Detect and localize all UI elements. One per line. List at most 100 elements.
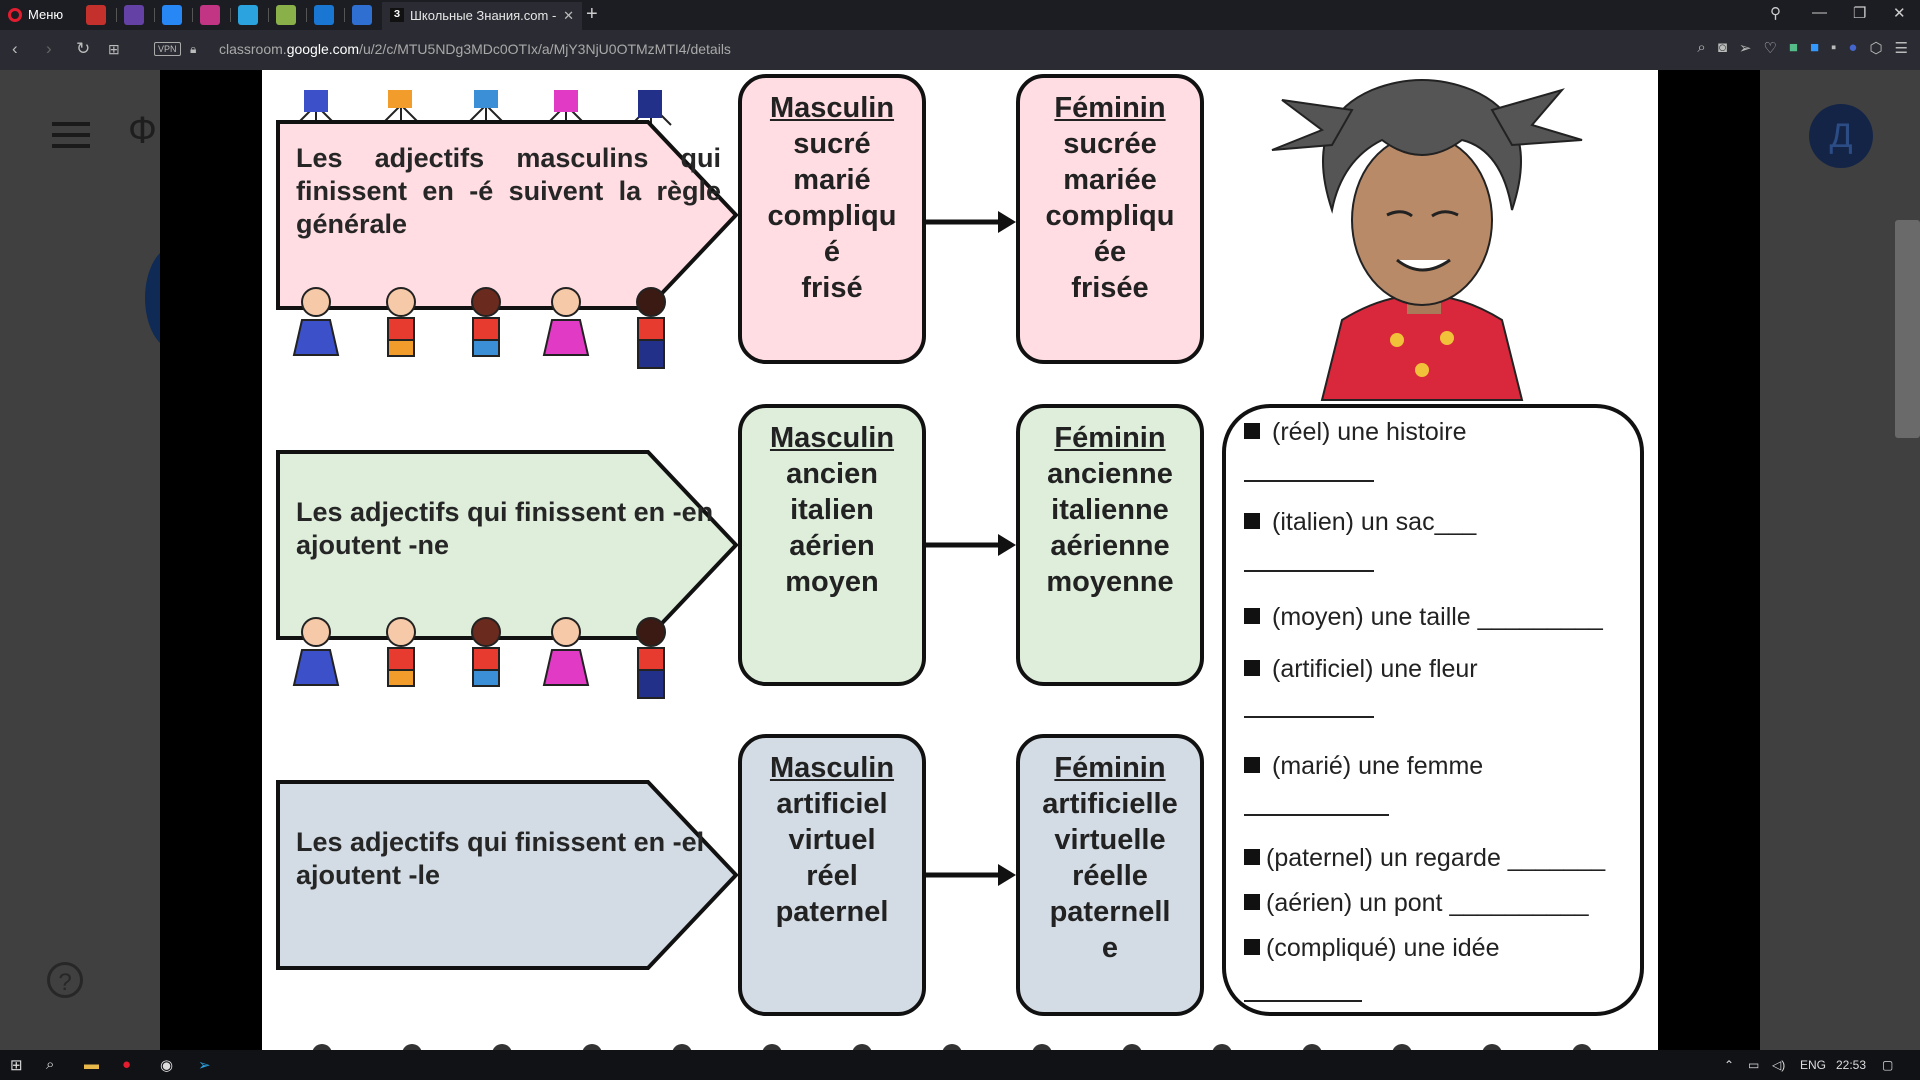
word: moyen (785, 566, 879, 598)
url-prefix: classroom. (219, 41, 287, 57)
word: artificielle (1042, 788, 1178, 820)
url-path: /u/2/c/MTU5NDg3MDc0OTIx/a/MjY3NjU0OTMzMT… (359, 41, 731, 57)
help-button[interactable]: ? (47, 962, 83, 998)
word: moyenne (1046, 566, 1174, 598)
scrollbar[interactable] (1895, 220, 1920, 438)
word: virtuelle (1054, 824, 1166, 856)
address-bar-actions: ⌕ ◙ ➢ ♡ ■ ■ ▪ ● ⬡ ☰ (1697, 39, 1908, 57)
word: paternell (1049, 896, 1171, 928)
word: compliqu (767, 200, 897, 232)
url-field[interactable]: classroom.google.com/u/2/c/MTU5NDg3MDc0O… (219, 41, 731, 57)
youtube-tab-icon[interactable] (86, 5, 106, 25)
answer-blank (1244, 716, 1374, 718)
vk-tab-icon[interactable] (162, 5, 182, 25)
twitch-tab-icon[interactable] (124, 5, 144, 25)
exercise-text: (marié) une femme (1272, 752, 1484, 780)
kids-strip-bottom (312, 1044, 1592, 1050)
tab-separator (344, 8, 345, 22)
vk-extension-icon[interactable]: ▪ (1831, 39, 1837, 56)
translate-icon[interactable]: ■ (1809, 39, 1820, 56)
exercise-text: (compliqué) une idée (1266, 934, 1500, 962)
clock[interactable]: 22:53 (1836, 1058, 1867, 1072)
windows-start-icon[interactable]: ⊞ (10, 1057, 23, 1074)
bullet-icon (1244, 513, 1260, 529)
tray-chevron-icon[interactable]: ⌃ (1724, 1058, 1735, 1072)
document-tab-icon[interactable] (276, 5, 296, 25)
bullet-icon (1244, 423, 1260, 439)
box-icon[interactable]: ⬡ (1869, 40, 1883, 57)
exercise-text: (paternel) un regarde _______ (1266, 844, 1606, 872)
word: aérien (789, 530, 875, 562)
exercise-text: (moyen) une taille _________ (1272, 603, 1603, 631)
close-tab-icon[interactable]: ✕ (563, 8, 574, 23)
tab-separator (268, 8, 269, 22)
tab-separator (192, 8, 193, 22)
steam-icon[interactable]: ◉ (160, 1057, 174, 1074)
vpn-badge[interactable]: VPN (154, 42, 181, 56)
easy-setup-icon[interactable]: ☰ (1894, 40, 1908, 57)
search-icon[interactable]: ⌕ (46, 1056, 55, 1073)
notifications-icon[interactable]: ▢ (1882, 1058, 1894, 1072)
search-icon[interactable]: ⌕ (1697, 39, 1706, 56)
forward-icon[interactable]: › (46, 39, 52, 58)
vpn-extension-icon[interactable]: ● (1848, 39, 1858, 56)
file-explorer-icon[interactable]: ▬ (84, 1056, 99, 1073)
minimize-icon[interactable]: — (1812, 4, 1827, 21)
reload-icon[interactable]: ↻ (76, 39, 91, 58)
telegram-tab-icon[interactable] (238, 5, 258, 25)
word: mariée (1063, 164, 1157, 196)
opera-taskbar-icon[interactable]: ● (122, 1056, 132, 1073)
telegram-taskbar-icon[interactable]: ➢ (198, 1057, 211, 1074)
answer-blank (1244, 814, 1389, 816)
rule-arrow-3: Les adjectifs qui finissent en -el ajout… (276, 780, 740, 970)
volume-icon[interactable]: ◁) (1772, 1058, 1786, 1072)
close-window-icon[interactable]: ✕ (1893, 5, 1906, 22)
back-icon[interactable]: ‹ (12, 39, 18, 58)
active-tab[interactable]: З Школьные Знания.com - З ✕ (382, 2, 582, 30)
restore-icon[interactable]: ❐ (1853, 5, 1867, 22)
browser-tab-bar: Меню З Школьные Знания.com - З ✕ + ⚲ — ❐… (0, 0, 1920, 30)
mail-tab-icon[interactable] (314, 5, 334, 25)
word: artificiel (776, 788, 888, 820)
new-tab-icon[interactable]: + (586, 3, 598, 25)
classroom-tab-icon[interactable] (352, 5, 372, 25)
search-tabs-icon[interactable]: ⚲ (1770, 5, 1781, 22)
masculin-header: Masculin (769, 422, 895, 454)
word: ancien (786, 458, 878, 490)
exercise-item-7: (aérien) un pont __________ (1244, 889, 1589, 918)
avatar[interactable]: Д (1809, 104, 1873, 168)
lock-icon[interactable]: 🔒︎ (190, 42, 197, 56)
url-host: google.com (286, 41, 360, 57)
bullet-icon (1244, 608, 1260, 624)
opera-menu-button[interactable]: Меню (8, 7, 63, 22)
rule-arrow-2: Les adjectifs qui finissent en -en ajout… (276, 450, 740, 640)
answer-blank (1244, 570, 1374, 572)
word: italien (790, 494, 874, 526)
heart-icon[interactable]: ♡ (1763, 40, 1777, 57)
worksheet-image: Les adjectifs masculins qui finissent en… (262, 70, 1658, 1050)
answer-blank (1244, 480, 1374, 482)
extension-icon[interactable]: ■ (1788, 39, 1798, 56)
exercise-item-1: (réel) une histoire (1244, 418, 1467, 447)
exercise-item-4: (artificiel) une fleur (1244, 655, 1478, 684)
camera-icon[interactable]: ◙ (1717, 39, 1727, 56)
arrow-3 (926, 864, 1016, 886)
word: ancienne (1047, 458, 1173, 490)
exercise-text: (aérien) un pont __________ (1266, 889, 1589, 917)
send-icon[interactable]: ➢ (1738, 40, 1752, 57)
word: réel (806, 860, 858, 892)
masculin-box-1: Masculin sucré marié compliqu é frisé (738, 74, 926, 364)
network-icon[interactable]: ▭ (1748, 1058, 1760, 1072)
tabs-grid-icon[interactable]: ⊞ (108, 41, 120, 57)
exercise-item-6: (paternel) un regarde _______ (1244, 844, 1605, 873)
tab-separator (154, 8, 155, 22)
language-indicator[interactable]: ENG (1800, 1058, 1827, 1072)
instagram-tab-icon[interactable] (200, 5, 220, 25)
word: sucré (793, 128, 871, 160)
exercise-text: (réel) une histoire (1272, 418, 1467, 446)
word: marié (793, 164, 871, 196)
word: italienne (1051, 494, 1169, 526)
exercise-text: (artificiel) une fleur (1272, 655, 1478, 683)
hamburger-menu-icon[interactable] (52, 122, 90, 155)
tab-separator (116, 8, 117, 22)
